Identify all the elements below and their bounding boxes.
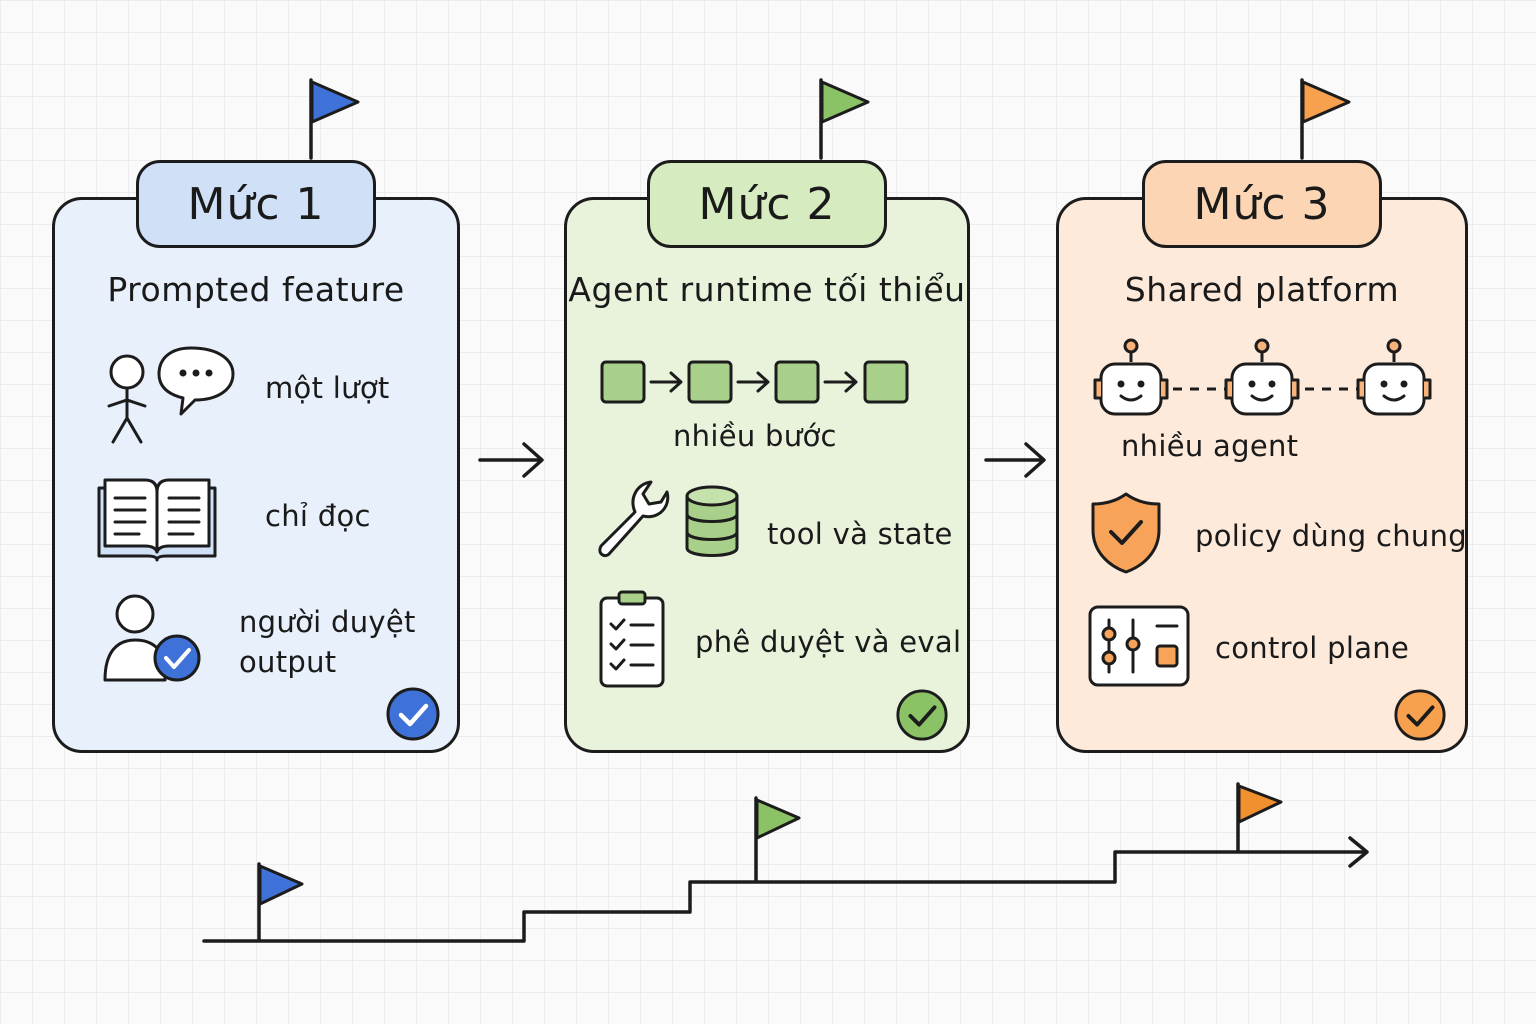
user-check-icon xyxy=(103,594,201,682)
level-1-check-icon xyxy=(386,687,440,741)
level-1-subtitle: Prompted feature xyxy=(107,270,405,309)
wrench-database-icon xyxy=(598,480,739,558)
level-2-tab: Mức 2 xyxy=(647,160,887,248)
stair-flag-3-icon xyxy=(1236,782,1283,853)
arrow-1-to-2-icon xyxy=(478,442,544,478)
level-1-item-2: chỉ đọc xyxy=(265,499,371,533)
level-2-item-3: phê duyệt và eval xyxy=(695,625,962,659)
open-book-icon xyxy=(97,478,217,562)
stair-flag-2-icon xyxy=(754,796,801,882)
steps-chain-icon xyxy=(600,360,909,404)
level-3-item-3: control plane xyxy=(1215,631,1410,665)
level-1-tab: Mức 1 xyxy=(136,160,376,248)
level-1-item-3: người duyệt output xyxy=(239,605,416,679)
stair-flag-1-icon xyxy=(257,862,304,942)
checklist-icon xyxy=(599,590,665,688)
level-2-card: Mức 2 Agent runtime tối thiểu nhiều bước… xyxy=(564,160,970,753)
level-3-check-icon xyxy=(1394,689,1446,741)
staircase-arrowhead-icon xyxy=(1348,836,1369,868)
level-2-top-flag-icon xyxy=(819,78,870,160)
arrow-2-to-3-icon xyxy=(984,442,1046,478)
level-1-item-1: một lượt xyxy=(265,371,390,405)
shield-check-icon xyxy=(1091,492,1161,574)
level-2-check-icon xyxy=(896,689,948,741)
level-1-card: Mức 1 Prompted feature một lượt chỉ đọc … xyxy=(52,160,460,753)
robots-chain-icon xyxy=(1093,338,1432,416)
level-3-tab: Mức 3 xyxy=(1142,160,1382,248)
level-3-item-1: nhiều agent xyxy=(1121,429,1299,463)
level-2-subtitle: Agent runtime tối thiểu xyxy=(568,270,966,309)
staircase-line xyxy=(202,850,1366,943)
level-3-card: Mức 3 Shared platform nhiều agent policy… xyxy=(1056,160,1468,753)
level-2-item-1: nhiều bước xyxy=(673,419,837,453)
sliders-icon xyxy=(1088,605,1190,687)
level-3-subtitle: Shared platform xyxy=(1124,270,1400,309)
level-2-item-2: tool và state xyxy=(767,517,953,551)
level-3-top-flag-icon xyxy=(1300,78,1351,160)
level-1-top-flag-icon xyxy=(309,78,360,160)
person-speech-icon xyxy=(107,346,235,444)
level-3-item-2: policy dùng chung xyxy=(1195,519,1467,553)
